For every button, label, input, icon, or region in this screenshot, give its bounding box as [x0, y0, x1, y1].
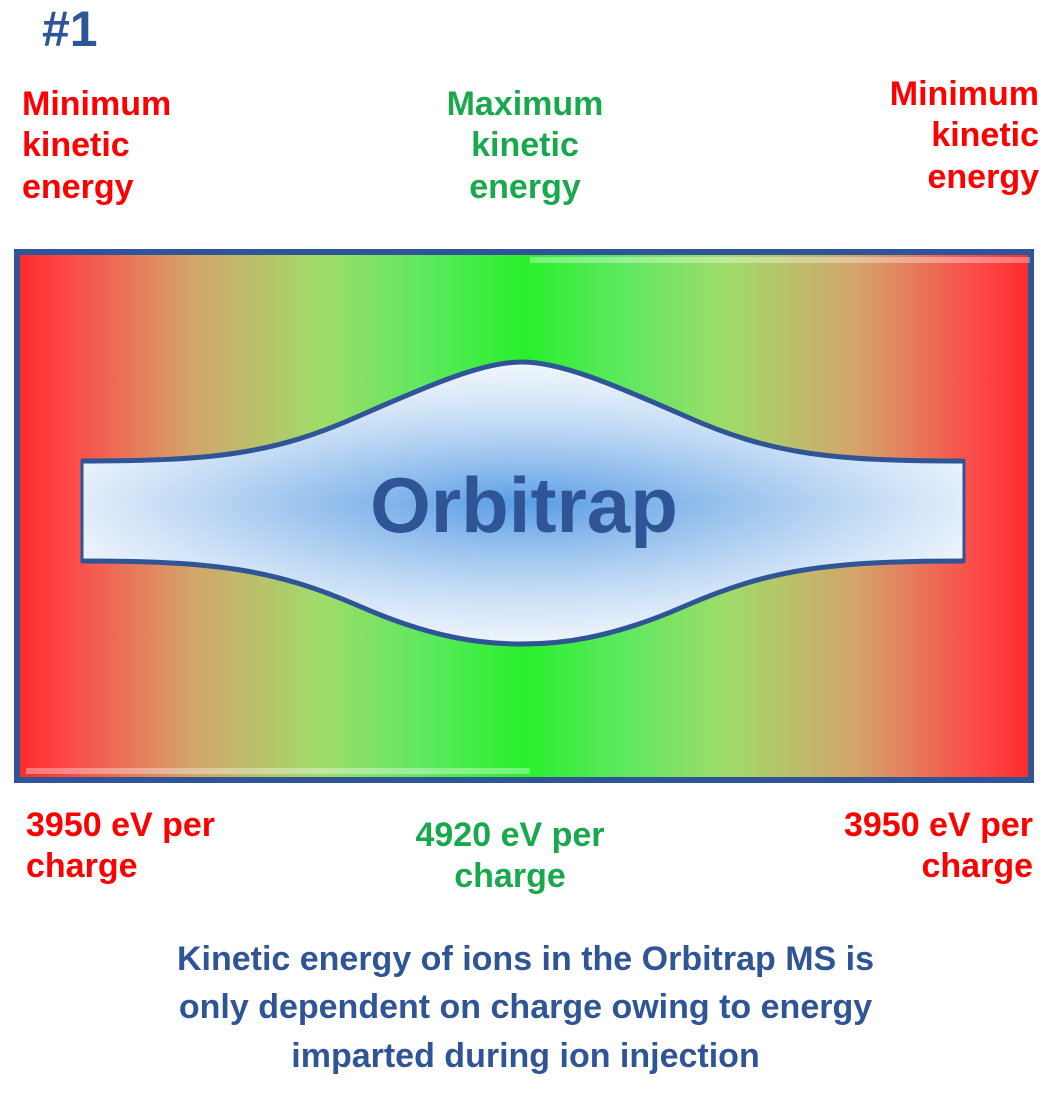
top-left-line-1: Minimum [22, 85, 172, 123]
bottom-center-energy-value: 4920 eV per charge [360, 815, 660, 898]
bottom-center-line-1: 4920 eV per [415, 816, 605, 854]
top-right-energy-label: Minimum kinetic energy [779, 74, 1039, 198]
bottom-left-energy-value: 3950 eV per charge [26, 805, 326, 888]
caption-line-1: Kinetic energy of ions in the Orbitrap M… [176, 940, 875, 978]
caption: Kinetic energy of ions in the Orbitrap M… [40, 935, 1011, 1080]
orbitrap-outline-bottom [81, 558, 965, 647]
top-center-line-3: energy [469, 167, 581, 206]
bottom-left-line-1: 3950 eV per [26, 806, 216, 844]
slide-number: #1 [42, 1, 98, 57]
frame-highlight-top [530, 257, 1030, 263]
top-center-energy-label: Maximum kinetic energy [380, 84, 670, 208]
top-left-energy-label: Minimum kinetic energy [22, 84, 282, 208]
bottom-right-energy-value: 3950 eV per charge [733, 805, 1033, 888]
top-right-line-3: energy [927, 157, 1040, 196]
bottom-right-line-2: charge [921, 847, 1034, 886]
top-center-line-2: kinetic [471, 126, 579, 165]
bottom-left-line-2: charge [26, 847, 138, 886]
top-left-line-3: energy [22, 167, 134, 206]
frame-highlight-bottom [26, 768, 530, 774]
orbitrap-outline-top [81, 359, 965, 464]
caption-line-2: only dependent on charge owing to energy [178, 988, 873, 1027]
top-right-line-1: Minimum [889, 75, 1039, 113]
bottom-center-line-2: charge [454, 857, 566, 896]
energy-gradient-frame [14, 249, 1034, 783]
top-center-line-1: Maximum [446, 85, 604, 123]
bottom-right-line-1: 3950 eV per [843, 806, 1033, 844]
top-left-line-2: kinetic [22, 126, 130, 165]
orbitrap-shine [82, 362, 964, 644]
orbitrap-diagram [14, 249, 1034, 783]
top-right-line-2: kinetic [931, 116, 1039, 155]
caption-line-3: imparted during ion injection [291, 1036, 760, 1075]
